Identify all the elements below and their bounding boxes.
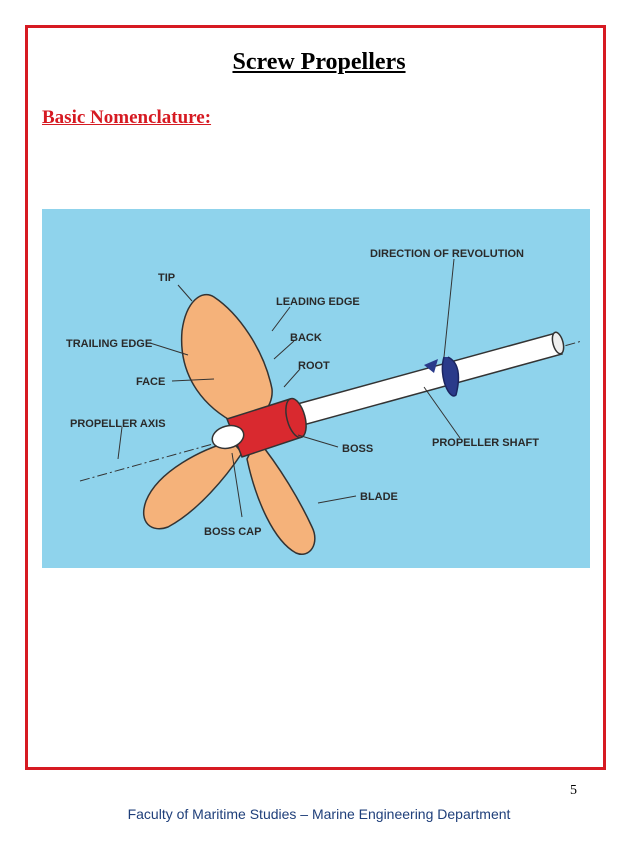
label-leading-edge: LEADING EDGE [276,296,360,308]
page-border [25,25,606,770]
revolution-arrow [424,356,460,397]
section-heading: Basic Nomenclature: [42,107,212,128]
blades [143,293,316,556]
label-root: ROOT [298,360,330,372]
label-blade: BLADE [360,491,398,503]
page-title: Screw Propellers [232,49,406,75]
label-boss-cap: BOSS CAP [204,526,261,538]
label-propeller-shaft: PROPELLER SHAFT [432,437,539,449]
boss-cap [211,424,245,450]
lower-left-blade [143,440,243,530]
lower-right-blade [246,437,316,556]
upper-blade [180,293,273,425]
boss [226,397,307,458]
label-trailing-edge: TRAILING EDGE [66,338,152,350]
label-propeller-axis: PROPELLER AXIS [70,418,166,430]
propeller-shaft [289,331,565,428]
leader-lines [117,258,461,518]
label-back: BACK [290,332,322,344]
propeller-diagram: TIP LEADING EDGE TRAILING EDGE BACK ROOT… [42,209,590,568]
label-boss: BOSS [342,443,373,455]
propeller-illustration: TIP LEADING EDGE TRAILING EDGE BACK ROOT… [66,248,583,556]
label-face: FACE [136,376,165,388]
label-tip: TIP [158,272,175,284]
label-direction-of-revolution: DIRECTION OF REVOLUTION [370,248,524,260]
page-number: 5 [570,783,577,798]
page-footer: Faculty of Maritime Studies – Marine Eng… [127,806,511,822]
